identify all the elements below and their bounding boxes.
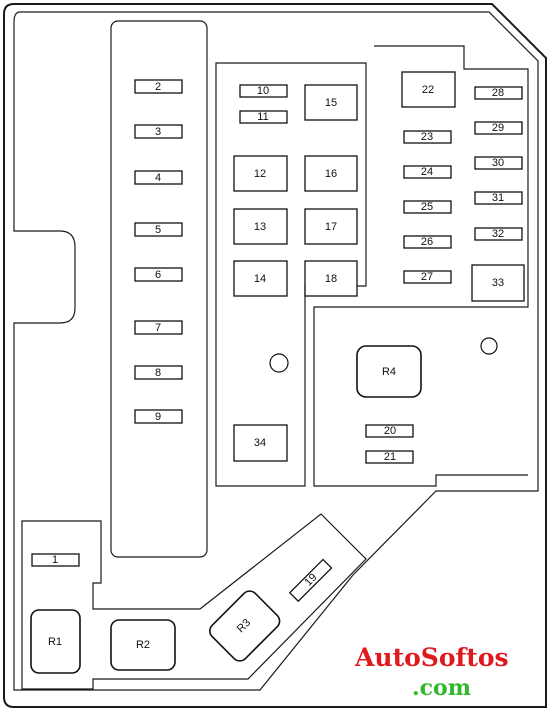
fuse-22: 22	[401, 71, 456, 108]
watermark-domain: .com	[412, 675, 471, 701]
fuse-26: 26	[403, 235, 452, 249]
svg-text:R1: R1	[48, 636, 62, 648]
svg-text:24: 24	[421, 166, 433, 178]
svg-text:20: 20	[384, 425, 396, 437]
fuse-33: 33	[471, 264, 525, 302]
fuse-13: 13	[233, 208, 288, 245]
fuse-15: 15	[304, 84, 358, 121]
fuse-3: 3	[134, 124, 183, 139]
svg-text:26: 26	[421, 236, 433, 248]
fuse-1: 1	[31, 553, 80, 567]
fuse-7: 7	[134, 320, 183, 335]
fuse-2: 2	[134, 79, 183, 94]
mounting-hole-right	[480, 337, 498, 355]
svg-text:14: 14	[254, 273, 266, 285]
fuse-23: 23	[403, 130, 452, 144]
fuse-34: 34	[233, 424, 288, 462]
svg-text:32: 32	[492, 228, 504, 240]
svg-text:25: 25	[421, 201, 433, 213]
fuse-25: 25	[403, 200, 452, 214]
svg-text:5: 5	[155, 224, 161, 236]
fuse-5: 5	[134, 222, 183, 237]
right-fuse-panel	[313, 45, 529, 487]
svg-text:9: 9	[155, 411, 161, 423]
fuse-11: 11	[239, 110, 288, 124]
svg-text:7: 7	[155, 322, 161, 334]
fuse-27: 27	[403, 270, 452, 284]
svg-text:6: 6	[155, 269, 161, 281]
svg-text:1: 1	[52, 554, 58, 566]
fuse-12: 12	[233, 155, 288, 192]
svg-text:R4: R4	[382, 366, 396, 378]
svg-text:10: 10	[257, 85, 269, 97]
fuse-24: 24	[403, 165, 452, 179]
svg-text:3: 3	[155, 126, 161, 138]
fuse-18: 18	[304, 260, 358, 297]
fuse-4: 4	[134, 170, 183, 185]
fuse-6: 6	[134, 267, 183, 282]
svg-text:11: 11	[257, 111, 268, 123]
svg-text:R2: R2	[136, 639, 150, 651]
svg-text:30: 30	[492, 157, 504, 169]
svg-text:28: 28	[492, 87, 504, 99]
fuse-14: 14	[233, 260, 288, 297]
mounting-hole-middle	[269, 353, 289, 373]
svg-text:4: 4	[155, 172, 161, 184]
left-fuse-panel	[110, 20, 208, 558]
svg-text:34: 34	[254, 437, 266, 449]
svg-text:23: 23	[421, 131, 433, 143]
fuse-9: 9	[134, 409, 183, 424]
svg-text:12: 12	[254, 168, 266, 180]
svg-text:29: 29	[492, 122, 504, 134]
fuse-31: 31	[474, 191, 523, 205]
svg-text:16: 16	[325, 168, 337, 180]
svg-text:22: 22	[422, 84, 434, 96]
svg-text:8: 8	[155, 367, 161, 379]
svg-text:18: 18	[325, 273, 337, 285]
relay-r4: R4	[356, 345, 422, 398]
relay-r2: R2	[110, 619, 176, 671]
fuse-28: 28	[474, 86, 523, 100]
fuse-19: 19	[288, 558, 333, 603]
svg-text:17: 17	[325, 221, 337, 233]
relay-r3: R3	[209, 590, 281, 662]
fuse-17: 17	[304, 208, 358, 245]
svg-text:15: 15	[325, 97, 337, 109]
fuse-16: 16	[304, 155, 358, 192]
box-outline-outer	[3, 3, 547, 708]
fuse-21: 21	[365, 450, 414, 464]
fuse-30: 30	[474, 156, 523, 170]
svg-text:13: 13	[254, 221, 266, 233]
fuse-8: 8	[134, 365, 183, 380]
fuse-32: 32	[474, 227, 523, 241]
bottom-fuse-panel	[21, 513, 367, 690]
svg-text:2: 2	[155, 81, 161, 93]
svg-text:33: 33	[492, 277, 504, 289]
fuse-29: 29	[474, 121, 523, 135]
svg-text:27: 27	[421, 271, 433, 283]
fuse-10: 10	[239, 84, 288, 98]
watermark-title: AutoSoftos	[354, 643, 509, 672]
relay-r1: R1	[30, 609, 81, 674]
svg-text:21: 21	[384, 451, 396, 463]
fuse-20: 20	[365, 424, 414, 438]
box-outline-inner	[13, 11, 539, 691]
svg-text:31: 31	[492, 192, 504, 204]
